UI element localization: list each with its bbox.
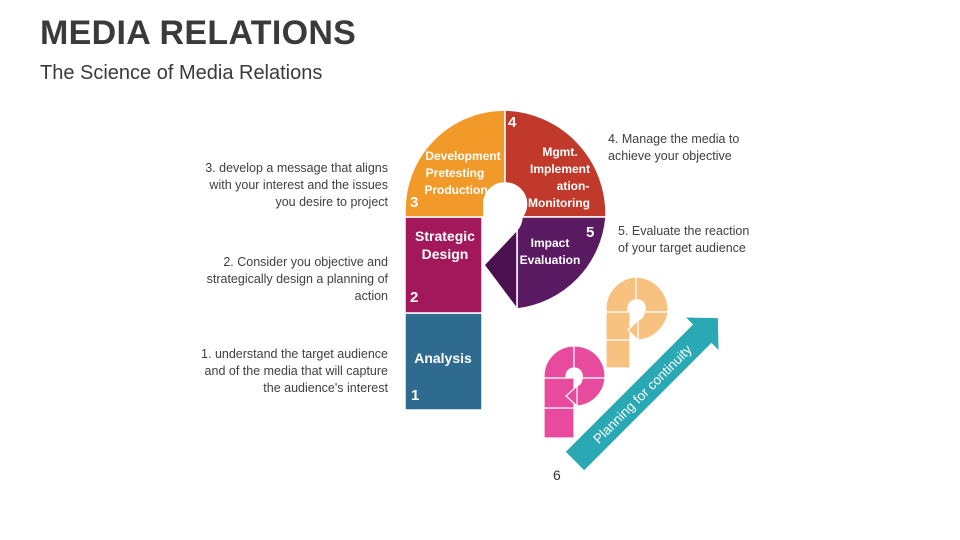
impact-arrow-head xyxy=(483,228,518,312)
note-development: 3. develop a message that aligns with yo… xyxy=(205,161,388,209)
segment-analysis-number: 1 xyxy=(411,387,419,404)
segment-strategic-design xyxy=(404,216,483,314)
segment-impact-number: 5 xyxy=(586,224,594,241)
segment-impact-label-line2: Evaluation xyxy=(520,253,581,267)
segment-strategic-label-line1: Strategic xyxy=(415,228,475,244)
segment-impact xyxy=(516,216,607,310)
segment-mgmt-label-line2: Implement xyxy=(530,162,590,176)
segment-development-label-line2: Pretesting xyxy=(426,166,485,180)
segment-development-number: 3 xyxy=(410,194,418,211)
page-title: MEDIA RELATIONS xyxy=(40,14,357,52)
segment-strategic-number: 2 xyxy=(410,289,418,306)
segment-development xyxy=(404,109,506,218)
segment-mgmt xyxy=(504,109,607,218)
note-strategic: 2. Consider you objective and strategica… xyxy=(206,255,388,303)
segment-mgmt-label-line1: Mgmt. xyxy=(542,145,577,159)
continuity-number: 6 xyxy=(553,467,561,483)
segment-mgmt-label-line4: Monitoring xyxy=(528,196,590,210)
segment-strategic-label-line2: Design xyxy=(422,246,469,262)
small-pink-p-shape xyxy=(543,345,606,439)
note-mgmt: 4. Manage the media to achieve your obje… xyxy=(608,132,740,163)
segment-analysis-label: Analysis xyxy=(414,350,472,366)
segment-development-label-line1: Development xyxy=(425,149,500,163)
segment-development-label-line3: Production xyxy=(424,183,487,197)
note-impact: 5. Evaluate the reaction of your target … xyxy=(618,224,750,255)
small-peach-p-shape xyxy=(605,276,669,369)
page-subtitle: The Science of Media Relations xyxy=(40,62,323,84)
note-analysis: 1. understand the target audience and of… xyxy=(201,347,388,395)
segment-mgmt-label-line3: ation- xyxy=(557,179,590,193)
segment-impact-label-line1: Impact xyxy=(531,236,570,250)
segment-mgmt-number: 4 xyxy=(508,114,517,131)
segment-analysis xyxy=(404,312,483,411)
